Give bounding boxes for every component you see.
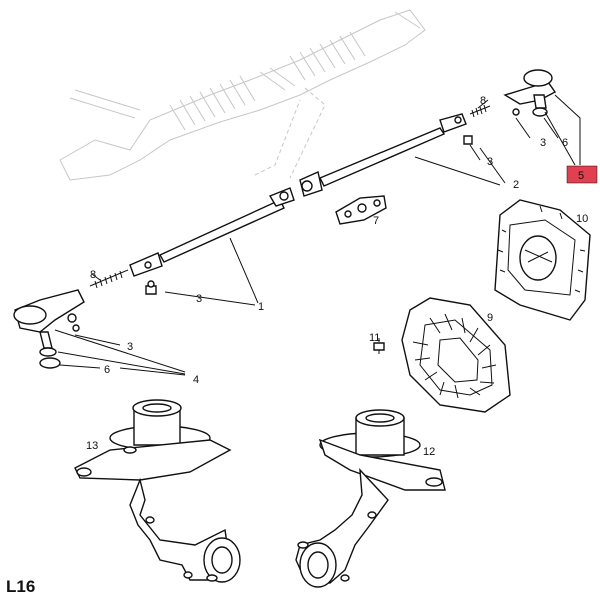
label-part-3-upper-right: 3 bbox=[540, 137, 546, 149]
tie-rod-left bbox=[89, 187, 295, 289]
bracket-plate bbox=[335, 195, 387, 225]
label-part-2: 2 bbox=[513, 179, 519, 191]
label-part-7: 7 bbox=[373, 215, 379, 227]
tie-rod-right bbox=[299, 104, 491, 197]
leader-lines bbox=[54, 94, 581, 376]
tie-rod-end-left bbox=[13, 289, 85, 369]
floor-gasket bbox=[401, 297, 511, 413]
nut-upper bbox=[463, 135, 473, 145]
label-part-13: 13 bbox=[86, 440, 98, 452]
clip bbox=[373, 342, 385, 354]
highlighted-part-badge[interactable]: 5 bbox=[566, 165, 598, 184]
tie-rod-end-right bbox=[503, 69, 557, 117]
label-part-3-left: 3 bbox=[196, 293, 202, 305]
label-part-8-right: 8 bbox=[480, 95, 486, 107]
steering-rack-ghost bbox=[59, 9, 426, 181]
part-labels: 1 2 3 3 3 3 4 6 6 7 8 8 9 10 11 12 13 bbox=[86, 95, 588, 458]
label-part-11: 11 bbox=[369, 332, 380, 344]
nut-lower bbox=[145, 280, 157, 295]
label-part-1: 1 bbox=[258, 301, 264, 313]
label-part-6-right: 6 bbox=[562, 137, 568, 149]
label-part-10: 10 bbox=[576, 213, 588, 225]
strut-mount-left bbox=[74, 399, 241, 583]
strut-mount-right bbox=[295, 409, 446, 588]
label-part-12: 12 bbox=[423, 446, 435, 458]
diagram-code: L16 bbox=[6, 577, 35, 596]
label-part-4: 4 bbox=[193, 374, 199, 386]
label-part-3-lower: 3 bbox=[127, 341, 133, 353]
label-part-5: 5 bbox=[578, 170, 584, 182]
label-part-6-left: 6 bbox=[104, 364, 110, 376]
rubber-boot bbox=[494, 199, 591, 321]
label-part-8-left: 8 bbox=[90, 269, 96, 281]
label-part-9: 9 bbox=[487, 312, 493, 324]
label-part-3-right: 3 bbox=[487, 156, 493, 168]
